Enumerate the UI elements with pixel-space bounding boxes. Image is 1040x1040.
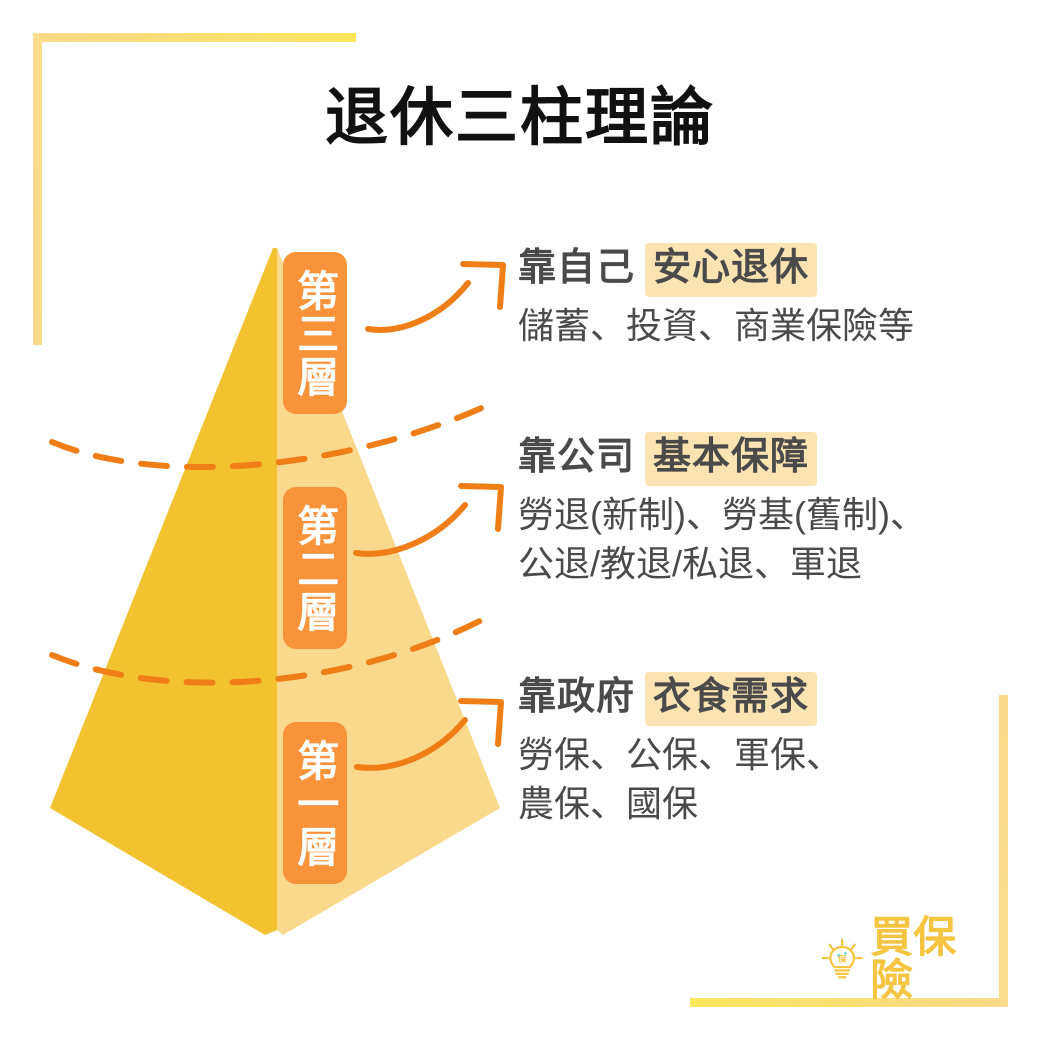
tier-badge-first[interactable]: 第一層 [283,722,347,884]
tier-heading-first: 靠政府衣食需求 [518,672,1018,726]
tier-description-line: 公退/教退/私退、軍退 [518,543,863,585]
tier-who-second: 靠公司 [518,436,636,478]
tier-content-first: 靠政府衣食需求 勞保、公保、軍保、 農保、國保 [518,672,1018,829]
tier-description-third: 儲蓄、投資、商業保險等 [518,301,1018,351]
tier-who-first: 靠政府 [518,676,636,718]
pyramid-left-face [50,248,277,935]
tier-description-line: 農保、國保 [518,783,699,825]
brand-logo-text: 買保險 [870,914,957,1005]
tier-divider-upper [49,398,500,470]
tier-description-line: 勞退(新制)、勞基(舊制)、 [518,493,926,535]
tier-divider-lower [49,609,500,686]
tier-heading-second: 靠公司基本保障 [518,432,1018,486]
arrow-to-tier-3 [365,261,506,333]
arrow-to-tier-2 [353,483,504,557]
tier-description-second: 勞退(新制)、勞基(舊制)、 公退/教退/私退、軍退 [518,490,1018,589]
tier-heading-third: 靠自己安心退休 [518,243,1018,297]
tier-description-first: 勞保、公保、軍保、 農保、國保 [518,730,1018,829]
brand-logo[interactable]: 保 買保險 [818,917,990,1003]
tier-badge-third[interactable]: 第三層 [283,252,347,414]
svg-text:保: 保 [837,954,847,964]
tier-tag-first: 衣食需求 [645,672,818,726]
tier-who-third: 靠自己 [518,247,636,289]
tier-description-line: 儲蓄、投資、商業保險等 [518,304,915,346]
tier-tag-third: 安心退休 [645,243,818,297]
tier-content-third: 靠自己安心退休 儲蓄、投資、商業保險等 [518,243,1018,350]
tier-description-line: 勞保、公保、軍保、 [518,733,843,775]
tier-tag-second: 基本保障 [645,432,818,486]
page-title: 退休三柱理論 [325,83,715,153]
arrow-to-tier-1 [354,698,504,771]
tier-badge-second[interactable]: 第二層 [283,487,347,649]
lightbulb-icon: 保 [821,938,863,979]
tier-content-second: 靠公司基本保障 勞退(新制)、勞基(舊制)、 公退/教退/私退、軍退 [518,432,1018,589]
